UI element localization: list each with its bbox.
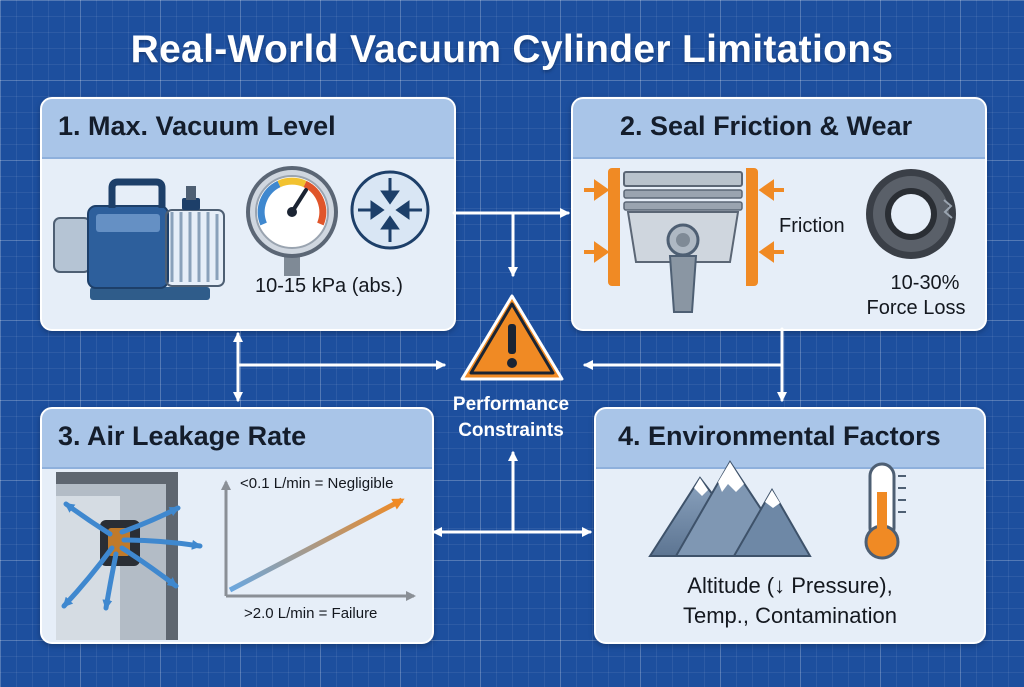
warning-icon — [460, 294, 564, 381]
friction-label: Friction — [779, 215, 845, 237]
leak-arrows-icon — [56, 472, 203, 640]
panel-header: 2. Seal Friction & Wear — [573, 99, 985, 159]
panel-header: 4. Environmental Factors — [596, 409, 984, 469]
vacuum-pump-icon — [53, 178, 225, 300]
panel-header: 1. Max. Vacuum Level — [42, 99, 454, 159]
mountains-icon — [648, 460, 812, 557]
seal-ring-icon — [866, 169, 956, 259]
pressure-gauge-icon — [246, 166, 338, 276]
thermometer-icon — [864, 462, 906, 560]
environment-line-1: Altitude (↓ Pressure), — [687, 573, 893, 598]
panel-air-leakage-rate: 3. Air Leakage Rate <0.1 L/min = Negligi… — [40, 407, 434, 644]
performance-constraints-label: Performance Constraints — [418, 392, 604, 444]
panel-title: 1. Max. Vacuum Level — [58, 111, 336, 141]
compression-arrows-icon — [350, 170, 430, 250]
panel-seal-friction-wear: 2. Seal Friction & Wear Friction 10-30% … — [571, 97, 987, 331]
panel-title: 4. Environmental Factors — [618, 421, 941, 451]
connector-arrows — [233, 208, 787, 537]
force-loss-label: Force Loss — [866, 297, 966, 319]
piston-icon — [584, 168, 784, 313]
leak-rate-chart — [221, 480, 416, 601]
diagram-title: Real-World Vacuum Cylinder Limitations — [130, 28, 894, 71]
vacuum-range-label: 10-15 kPa (abs.) — [255, 275, 403, 297]
center-label-line-2: Constraints — [458, 420, 564, 441]
force-loss-value: 10-30% — [890, 272, 960, 294]
panel-title: 2. Seal Friction & Wear — [620, 111, 913, 141]
failure-label: >2.0 L/min = Failure — [244, 605, 378, 622]
negligible-label: <0.1 L/min = Negligible — [240, 475, 394, 492]
panel-header: 3. Air Leakage Rate — [42, 409, 432, 469]
panel-title: 3. Air Leakage Rate — [58, 421, 307, 451]
center-label-line-1: Performance — [452, 394, 570, 415]
environment-line-2: Temp., Contamination — [683, 603, 897, 628]
